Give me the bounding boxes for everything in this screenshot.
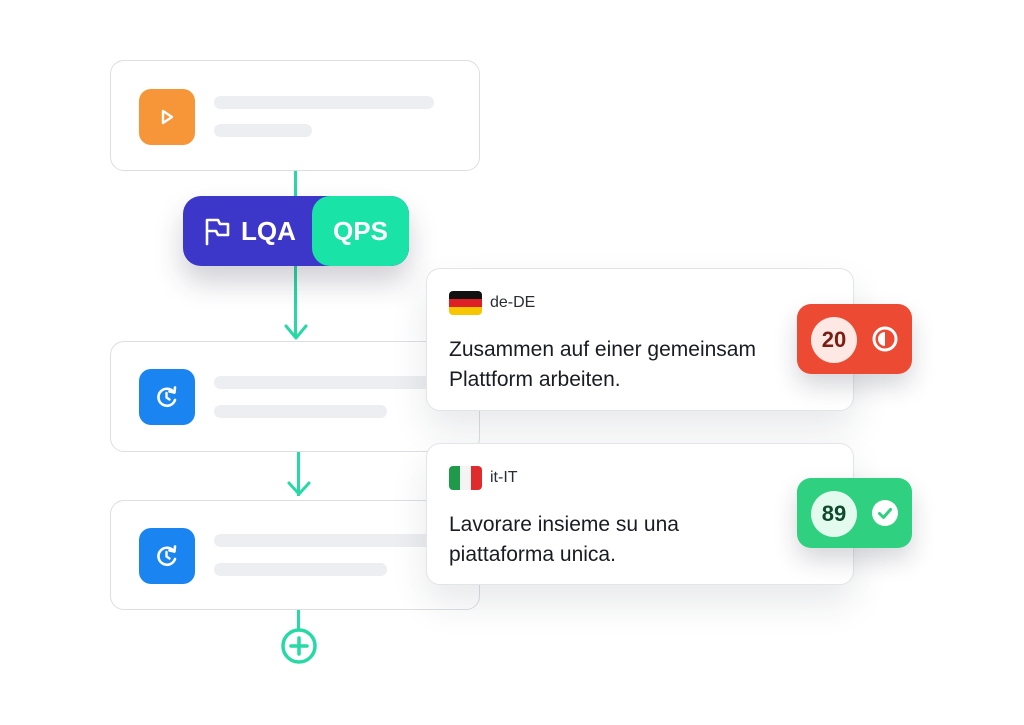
translation-line: piattaforma unica. (449, 543, 616, 566)
placeholder-line (214, 405, 387, 418)
locale-row: de-DE (449, 291, 535, 315)
translation-line: Plattform arbeiten. (449, 368, 621, 391)
arrow-down-icon (287, 481, 311, 496)
qps-button[interactable]: QPS (312, 196, 409, 266)
translation-text: Lavorare insieme su una piattaforma unic… (449, 510, 829, 570)
score-value: 20 (811, 317, 857, 363)
workflow-step-review[interactable] (110, 341, 480, 452)
check-circle-icon (872, 500, 898, 526)
placeholder-line (214, 376, 434, 389)
lqa-label-group: LQA (203, 196, 296, 266)
translation-line: Lavorare insieme su una (449, 513, 679, 536)
translation-line: Zusammen auf einer gemeinsam (449, 338, 756, 361)
score-badge-it[interactable]: 89 (797, 478, 912, 548)
refresh-clock-icon (139, 369, 195, 425)
arrow-down-icon (284, 324, 308, 340)
placeholder-line (214, 563, 387, 576)
translation-card-it[interactable]: it-IT Lavorare insieme su una piattaform… (426, 443, 854, 585)
plus-circle-icon[interactable] (280, 627, 318, 665)
score-number: 89 (821, 501, 847, 526)
workflow-step-final[interactable] (110, 500, 480, 610)
qps-label: QPS (333, 215, 388, 246)
locale-row: it-IT (449, 466, 518, 490)
locale-label: de-DE (490, 294, 536, 311)
score-number: 20 (821, 327, 847, 352)
workflow-step-start[interactable] (110, 60, 480, 171)
placeholder-line (214, 96, 434, 109)
lqa-label: LQA (241, 215, 296, 246)
flag-icon (205, 218, 230, 246)
score-value: 89 (811, 491, 857, 537)
placeholder-line (214, 124, 312, 137)
lqa-qps-pill[interactable]: LQA QPS (183, 196, 409, 266)
placeholder-line (214, 534, 434, 547)
refresh-clock-icon (139, 528, 195, 584)
translation-card-de[interactable]: de-DE Zusammen auf einer gemeinsam Platt… (426, 268, 854, 411)
score-badge-de[interactable]: 20 (797, 304, 912, 374)
connector-line-bottom (297, 610, 300, 632)
play-icon (139, 89, 195, 145)
flag-de-icon (449, 291, 482, 315)
connector-line-middle (297, 452, 300, 496)
flag-it-icon (449, 466, 482, 490)
translation-text: Zusammen auf einer gemeinsam Plattform a… (449, 335, 829, 395)
half-circle-icon (872, 326, 898, 352)
locale-label: it-IT (490, 469, 518, 486)
